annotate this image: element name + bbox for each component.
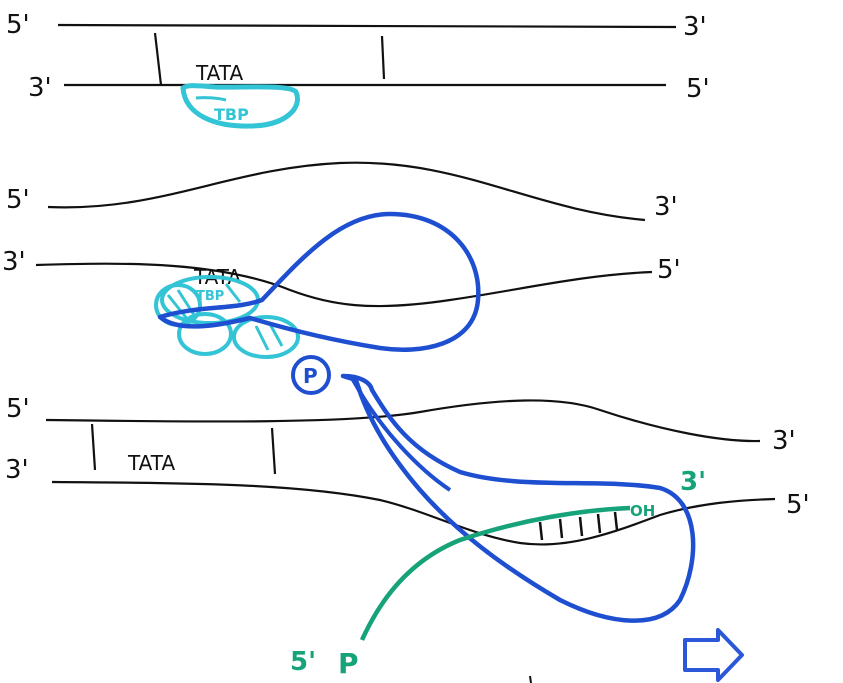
label-3prime-bottom-left: 3' xyxy=(5,455,29,485)
arrow-right-icon xyxy=(683,628,744,682)
rna-5prime-label: 5' xyxy=(290,647,316,677)
factor-blob-lower-left xyxy=(177,312,233,356)
tata-box-label: TATA xyxy=(127,451,175,475)
label-3prime-bottom-left: 3' xyxy=(2,247,26,277)
label-3prime-bottom-left: 3' xyxy=(28,73,52,103)
dna-top-strand-bubble xyxy=(45,399,761,443)
rna-3prime-label: 3' xyxy=(680,467,706,497)
tbp-label: TBP xyxy=(196,289,224,304)
panel-1: 5' 3' 3' 5' TATA TBP xyxy=(6,10,710,129)
panel-3: 5' 3' 3' 5' TATA P OH 3' 5' P xyxy=(5,355,810,683)
tata-box-label: TATA xyxy=(195,61,243,85)
rna-polymerase-loop xyxy=(340,373,696,623)
tbp-protein: TBP xyxy=(180,83,300,129)
transcription-factor-complex: TBP xyxy=(154,275,300,359)
label-3prime-top-right: 3' xyxy=(683,12,707,42)
label-5prime-bottom-right: 5' xyxy=(657,255,681,285)
rna-phosphate-label: P xyxy=(338,647,359,680)
promoter-bracket-right xyxy=(270,427,277,475)
promoter-bracket-left xyxy=(90,423,97,471)
panel-2: 5' 3' 3' 5' TATA TBP xyxy=(2,161,681,359)
label-5prime-top-left: 5' xyxy=(6,185,30,215)
label-5prime-top-left: 5' xyxy=(6,394,30,424)
stray-mark xyxy=(529,675,532,683)
tbp-label: TBP xyxy=(214,105,249,124)
rna-transcript: OH 3' 5' P xyxy=(290,467,706,680)
dna-top-strand xyxy=(57,23,677,29)
dna-bottom-strand-bubble xyxy=(51,480,776,546)
phosphate-label: P xyxy=(303,364,318,388)
label-3prime-top-right: 3' xyxy=(772,426,796,456)
label-5prime-bottom-right: 5' xyxy=(686,74,710,104)
dna-top-strand-bubble xyxy=(47,161,646,222)
rna-strand xyxy=(359,505,631,641)
rna-polymerase xyxy=(157,211,481,352)
label-5prime-bottom-right: 5' xyxy=(786,490,810,520)
label-5prime-top-left: 5' xyxy=(6,10,30,40)
factor-blob-lower-right xyxy=(232,315,300,359)
phosphate-group: P xyxy=(291,355,331,395)
label-3prime-top-right: 3' xyxy=(654,192,678,222)
promoter-bracket-right xyxy=(380,35,386,80)
dna-bottom-strand-bubble xyxy=(35,262,653,308)
promoter-bracket-left xyxy=(153,32,163,86)
rna-oh-label: OH xyxy=(630,502,655,520)
